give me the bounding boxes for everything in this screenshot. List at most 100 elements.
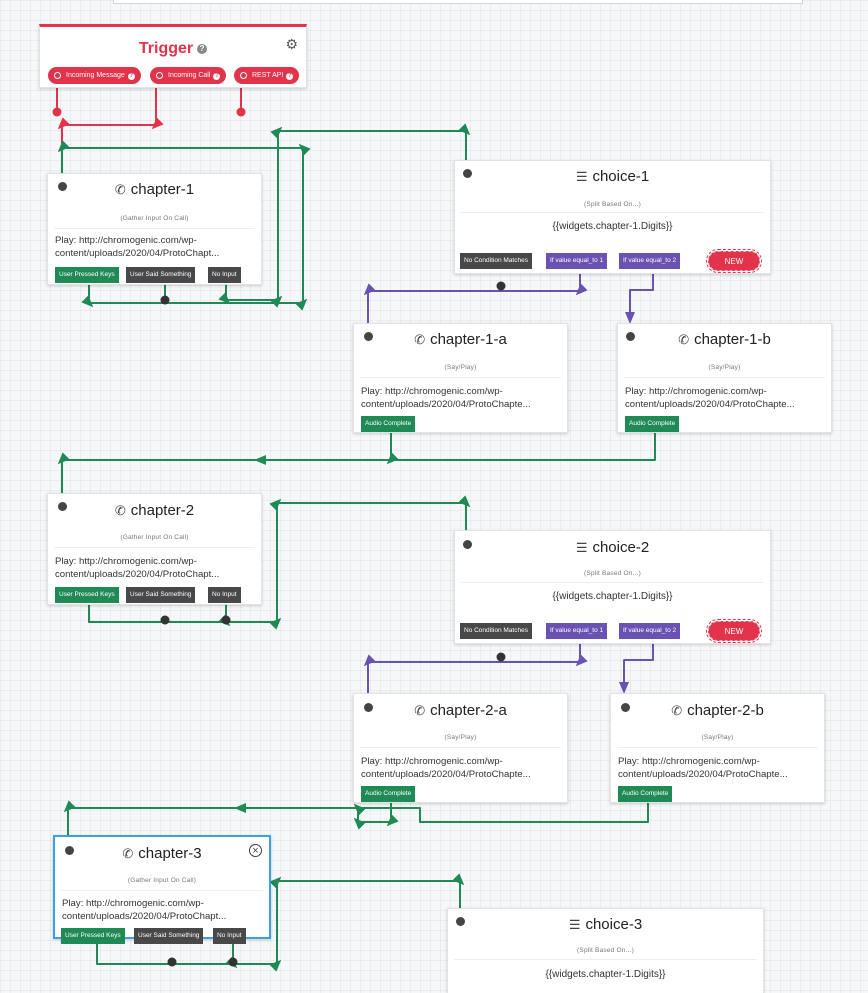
widget-choice-2[interactable]: ☰choice-2 (Split Based On...) {{widgets.… (454, 530, 771, 644)
widget-chapter-1-a[interactable]: ✆chapter-1-a (Say/Play) Play: http://chr… (353, 323, 568, 433)
widget-title: ✆chapter-2-b (611, 702, 824, 719)
divider (461, 212, 764, 213)
widget-title: ✆chapter-2 (48, 502, 261, 519)
phone-icon: ✆ (114, 182, 126, 197)
port-user-pressed-keys[interactable]: User Pressed Keys (55, 587, 119, 603)
port-no-input[interactable]: No Input (208, 587, 241, 603)
trigger-port-incoming-message[interactable]: Incoming Message? (48, 67, 141, 84)
widget-chapter-2-a[interactable]: ✆chapter-2-a (Say/Play) Play: http://chr… (353, 693, 568, 803)
port-equal-to-1[interactable]: If value equal_to 1 (546, 623, 608, 639)
trigger-port-incoming-call[interactable]: Incoming Call? (150, 67, 227, 84)
input-connector[interactable] (65, 846, 74, 855)
port-audio-complete[interactable]: Audio Complete (361, 416, 416, 432)
widget-choice-3[interactable]: ☰choice-3 (Split Based On...) {{widgets.… (447, 908, 764, 993)
phone-icon: ✆ (678, 332, 690, 347)
widget-chapter-2[interactable]: ✆chapter-2 (Gather Input On Call) Play: … (47, 493, 262, 605)
widget-expression: {{widgets.chapter-1.Digits}} (552, 221, 673, 232)
widget-subtitle: (Say/Play) (701, 734, 734, 741)
question-icon[interactable]: ? (197, 43, 208, 54)
phone-icon: ✆ (414, 332, 426, 347)
input-connector[interactable] (463, 540, 472, 549)
widget-chapter-3[interactable]: × ✆chapter-3 (Gather Input On Call) Play… (53, 835, 271, 944)
port-label: Incoming Message (66, 72, 125, 79)
port-user-pressed-keys[interactable]: User Pressed Keys (55, 267, 119, 283)
trigger-port-rest-api[interactable]: REST API? (234, 67, 300, 84)
widget-chapter-2-b[interactable]: ✆chapter-2-b (Say/Play) Play: http://chr… (610, 693, 825, 803)
top-panel-edge (113, 0, 803, 4)
junction-dot (221, 615, 231, 625)
widget-title-text: choice-2 (592, 539, 650, 556)
new-transition-button[interactable]: NEW (706, 619, 762, 643)
widget-body-line-1: Play: http://chromogenic.com/wp- (625, 386, 767, 397)
widget-subtitle: (Gather Input On Call) (120, 215, 189, 222)
widget-title: ✆chapter-1 (48, 181, 261, 198)
phone-icon: ✆ (114, 503, 126, 518)
widget-title: ☰choice-1 (455, 168, 770, 185)
input-connector[interactable] (463, 169, 472, 178)
widget-expression: {{widgets.chapter-1.Digits}} (545, 969, 666, 980)
port-no-condition-matches[interactable]: No Condition Matches (460, 623, 532, 639)
trigger-widget[interactable]: Trigger? ⚙ Incoming Message? Incoming Ca… (39, 24, 307, 88)
divider (461, 582, 764, 583)
widget-title-text: chapter-2-b (687, 702, 764, 719)
port-no-condition-matches[interactable]: No Condition Matches (460, 253, 532, 269)
widget-title-text: chapter-2-a (430, 702, 507, 719)
widget-body-line-1: Play: http://chromogenic.com/wp- (62, 898, 204, 909)
port-user-pressed-keys[interactable]: User Pressed Keys (61, 928, 125, 944)
input-connector[interactable] (456, 917, 465, 926)
port-no-input[interactable]: No Input (213, 928, 246, 944)
close-circle-icon[interactable]: × (249, 844, 262, 857)
port-audio-complete[interactable]: Audio Complete (361, 786, 416, 802)
widget-body-line-2: content/uploads/2020/04/ProtoChapte... (361, 769, 531, 780)
wire-ch1-noinput (218, 123, 471, 308)
widget-body-line-2: content/uploads/2020/04/ProtoChapt... (55, 569, 220, 580)
input-connector[interactable] (626, 332, 635, 341)
split-icon: ☰ (568, 917, 581, 932)
port-audio-complete[interactable]: Audio Complete (618, 786, 673, 802)
widget-body-line-2: content/uploads/2020/04/ProtoChapt... (62, 911, 227, 922)
new-transition-button[interactable]: NEW (706, 249, 762, 273)
widget-choice-1[interactable]: ☰choice-1 (Split Based On...) {{widgets.… (454, 160, 771, 274)
port-user-said-something[interactable]: User Said Something (126, 587, 196, 603)
widget-body-line-1: Play: http://chromogenic.com/wp- (55, 556, 197, 567)
widget-title: ✆chapter-3 (55, 845, 269, 862)
wire-ch3-keys (96, 943, 277, 965)
split-icon: ☰ (575, 169, 588, 184)
gears-icon[interactable]: ⚙ (285, 36, 298, 52)
widget-body-line-2: content/uploads/2020/04/ProtoChapt... (55, 248, 220, 259)
port-audio-complete[interactable]: Audio Complete (625, 416, 680, 432)
port-no-input[interactable]: No Input (208, 267, 241, 283)
widget-body-line-2: content/uploads/2020/04/ProtoChapte... (625, 399, 795, 410)
port-label: REST API (252, 72, 284, 79)
wire-ch1a-audio (57, 430, 399, 493)
input-connector[interactable] (621, 703, 630, 712)
trigger-port-dot (236, 107, 246, 117)
wire-choice2-1 (363, 640, 588, 696)
port-user-said-something[interactable]: User Said Something (134, 928, 204, 944)
port-label: Incoming Call (168, 72, 211, 79)
widget-subtitle: (Say/Play) (444, 734, 477, 741)
port-equal-to-2[interactable]: If value equal_to 2 (619, 623, 681, 639)
wire-ch1b-audio (254, 430, 656, 465)
junction-dot (160, 615, 170, 625)
divider (617, 747, 818, 748)
input-connector[interactable] (58, 182, 67, 191)
widget-chapter-1-b[interactable]: ✆chapter-1-b (Say/Play) Play: http://chr… (617, 323, 832, 433)
split-icon: ☰ (575, 540, 588, 555)
widget-body-line-2: content/uploads/2020/04/ProtoChapte... (361, 399, 531, 410)
port-user-said-something[interactable]: User Said Something (126, 267, 196, 283)
port-equal-to-1[interactable]: If value equal_to 1 (546, 253, 608, 269)
widget-subtitle: (Split Based On...) (584, 201, 641, 208)
input-connector[interactable] (364, 332, 373, 341)
widget-body-line-1: Play: http://chromogenic.com/wp- (361, 756, 503, 767)
trigger-port-dot (52, 107, 62, 117)
widget-chapter-1[interactable]: ✆chapter-1 (Gather Input On Call) Play: … (47, 173, 262, 285)
input-connector[interactable] (364, 703, 373, 712)
widget-title-text: choice-3 (585, 916, 643, 933)
widget-subtitle: (Say/Play) (708, 364, 741, 371)
port-equal-to-2[interactable]: If value equal_to 2 (619, 253, 681, 269)
question-icon: ? (213, 73, 221, 80)
input-connector[interactable] (58, 502, 67, 511)
phone-icon: ✆ (122, 846, 134, 861)
